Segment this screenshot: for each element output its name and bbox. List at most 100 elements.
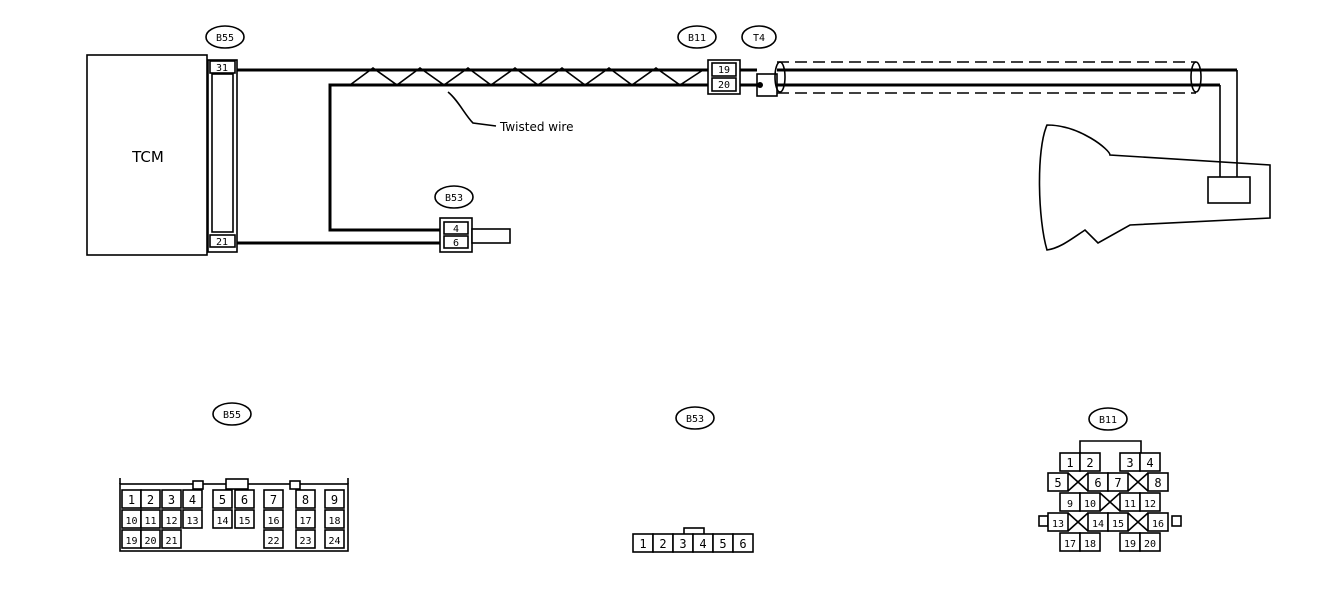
pin-cell bbox=[1079, 492, 1101, 512]
b11-pin-top: 19 bbox=[718, 65, 730, 76]
pin-number: 22 bbox=[267, 536, 279, 547]
pin-cell bbox=[1139, 492, 1161, 512]
pin-number: 19 bbox=[125, 536, 137, 547]
pin-cell bbox=[234, 489, 255, 509]
shielded-cable bbox=[774, 61, 1238, 180]
b11-pin-bottom: 20 bbox=[718, 80, 730, 91]
pin-number: 3 bbox=[1126, 456, 1133, 470]
pin-cell bbox=[263, 529, 284, 549]
pin-number: 20 bbox=[144, 536, 156, 547]
pin-cell bbox=[732, 533, 754, 553]
b53-connector: 4 6 B53 bbox=[434, 185, 511, 253]
b53-face-label: B53 bbox=[686, 414, 704, 425]
pin-number: 4 bbox=[699, 537, 706, 551]
pin-number: 14 bbox=[1092, 519, 1104, 530]
b55-pin-top: 31 bbox=[216, 63, 228, 74]
twisted-wire-marker bbox=[349, 67, 704, 86]
pin-number: 9 bbox=[1067, 499, 1073, 510]
pin-number: 1 bbox=[1066, 456, 1073, 470]
pin-number: 17 bbox=[1064, 539, 1076, 550]
pin-cell bbox=[1079, 452, 1101, 472]
pin-number: 5 bbox=[219, 493, 226, 507]
pin-number: 12 bbox=[1144, 499, 1156, 510]
pin-number: 2 bbox=[1086, 456, 1093, 470]
t4-connector-label: T4 bbox=[753, 33, 765, 44]
pin-cell bbox=[263, 509, 284, 529]
twisted-wire-leader bbox=[447, 91, 497, 127]
b55-face-label: B55 bbox=[223, 410, 241, 421]
pin-number: 5 bbox=[719, 537, 726, 551]
b55-pin-bottom: 21 bbox=[216, 237, 228, 248]
pin-cell bbox=[324, 509, 345, 529]
pin-number: 7 bbox=[1114, 476, 1121, 490]
pin-cell bbox=[295, 489, 316, 509]
pin-number: 18 bbox=[328, 516, 340, 527]
pin-number: 6 bbox=[241, 493, 248, 507]
pin-number: 17 bbox=[299, 516, 311, 527]
pin-number: 11 bbox=[1124, 499, 1136, 510]
t4-ground-dot bbox=[757, 82, 763, 88]
empty-cavity-mark bbox=[1067, 512, 1089, 532]
pin-cell bbox=[212, 509, 233, 529]
empty-cavity-mark bbox=[1127, 512, 1149, 532]
tcm-unit: TCM bbox=[86, 54, 208, 256]
pin-cell bbox=[140, 489, 161, 509]
pin-number: 6 bbox=[739, 537, 746, 551]
pin-number: 8 bbox=[1154, 476, 1161, 490]
pin-number: 7 bbox=[270, 493, 277, 507]
pin-cell bbox=[1079, 532, 1101, 552]
pin-number: 13 bbox=[186, 516, 198, 527]
pin-cell bbox=[324, 529, 345, 549]
transmission-sensor bbox=[1207, 176, 1251, 204]
pin-cell bbox=[161, 489, 182, 509]
wire-b11-20-to-b53-4 bbox=[328, 83, 708, 232]
pin-number: 12 bbox=[165, 516, 177, 527]
b53-pin-bottom: 6 bbox=[453, 238, 459, 249]
pin-number: 21 bbox=[165, 536, 177, 547]
pin-cell bbox=[324, 489, 345, 509]
pin-number: 10 bbox=[1084, 499, 1096, 510]
empty-cavity-mark bbox=[1099, 492, 1121, 512]
pin-number: 2 bbox=[659, 537, 666, 551]
pin-number: 3 bbox=[168, 493, 175, 507]
pin-number: 4 bbox=[1146, 456, 1153, 470]
pin-cell bbox=[182, 509, 203, 529]
pin-number: 6 bbox=[1094, 476, 1101, 490]
pin-number: 15 bbox=[238, 516, 250, 527]
b55-connector: 31 21 B55 bbox=[205, 25, 245, 253]
t4-connector: T4 bbox=[740, 25, 778, 97]
pin-cell bbox=[1139, 532, 1161, 552]
twisted-wire-label: Twisted wire bbox=[499, 120, 573, 134]
pin-cell bbox=[234, 509, 255, 529]
pin-number: 20 bbox=[1144, 539, 1156, 550]
pin-cell bbox=[140, 529, 161, 549]
empty-cavity-mark bbox=[1067, 472, 1089, 492]
pin-number: 1 bbox=[639, 537, 646, 551]
b55-connector-label: B55 bbox=[216, 33, 234, 44]
pin-number: 19 bbox=[1124, 539, 1136, 550]
pin-number: 3 bbox=[679, 537, 686, 551]
pin-number: 15 bbox=[1112, 519, 1124, 530]
pin-number: 16 bbox=[1152, 519, 1164, 530]
pin-cell bbox=[263, 489, 284, 509]
b11-connector-label: B11 bbox=[688, 33, 706, 44]
pin-cell bbox=[1147, 472, 1169, 492]
pin-number: 8 bbox=[302, 493, 309, 507]
wiring: Twisted wire bbox=[237, 67, 708, 245]
b53-connector-label: B53 bbox=[445, 193, 463, 204]
pin-number: 16 bbox=[267, 516, 279, 527]
empty-cavity-mark bbox=[1127, 472, 1149, 492]
pin-cell bbox=[1139, 452, 1161, 472]
pin-cell bbox=[182, 489, 203, 509]
pin-number: 23 bbox=[299, 536, 311, 547]
b53-pin-top: 4 bbox=[453, 224, 459, 235]
pin-number: 2 bbox=[147, 493, 154, 507]
pin-number: 14 bbox=[216, 516, 228, 527]
pin-cell bbox=[212, 489, 233, 509]
transmission-housing bbox=[1038, 124, 1271, 251]
